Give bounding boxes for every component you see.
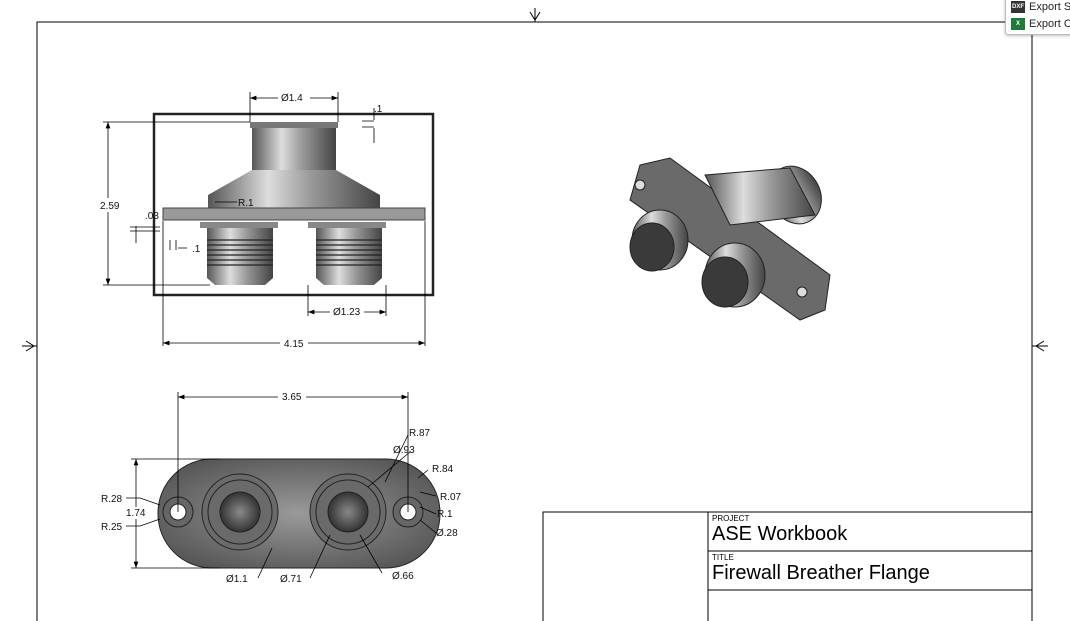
dim-width: 4.15 [284, 339, 304, 350]
dxf-icon: DXF [1011, 0, 1025, 13]
dim-fillet: R.1 [238, 198, 254, 209]
menu-item-export-dxf[interactable]: DXF Export S [1006, 0, 1070, 15]
dim-d66: Ø.66 [392, 571, 414, 582]
isometric-view[interactable] [629, 157, 832, 321]
sheet-border [22, 8, 1048, 621]
dim-hole-span: 3.65 [282, 392, 302, 403]
dim-r84: R.84 [432, 464, 454, 475]
csv-icon: X [1011, 17, 1025, 30]
dim-plate-height: 1.74 [126, 508, 146, 519]
menu-item-export-csv[interactable]: X Export C [1006, 15, 1070, 32]
export-menu: DXF Export S X Export C [1005, 0, 1070, 35]
front-view[interactable] [152, 112, 435, 297]
title-block [542, 511, 1032, 621]
dim-d11: Ø1.1 [226, 574, 248, 585]
dim-height: 2.59 [100, 201, 120, 212]
dim-flange-thickness: .03 [145, 211, 159, 222]
dim-d28: Ø.28 [436, 528, 458, 539]
title-value: Firewall Breather Flange [712, 562, 930, 584]
dim-r87: R.87 [409, 428, 431, 439]
dim-top-diameter: Ø1.4 [281, 93, 303, 104]
title-block-title: TITLE Firewall Breather Flange [712, 553, 930, 584]
dim-r1: R.1 [437, 509, 453, 520]
front-view-dimensions [103, 92, 426, 346]
dim-d71: Ø.71 [280, 574, 302, 585]
dim-r28: R.28 [101, 494, 123, 505]
bottom-view[interactable] [157, 458, 441, 569]
dim-d93: Ø.93 [393, 445, 415, 456]
project-label: PROJECT [712, 514, 750, 523]
dim-step: .1 [192, 244, 201, 255]
dim-lip: .1 [374, 104, 383, 115]
dim-r07: R.07 [440, 492, 462, 503]
title-block-project: PROJECT ASE Workbook [712, 514, 847, 545]
dim-thread-diameter: Ø1.23 [333, 307, 361, 318]
title-label: TITLE [712, 553, 734, 562]
dim-r25: R.25 [101, 522, 123, 533]
project-value: ASE Workbook [712, 523, 848, 545]
menu-item-label: Export S [1029, 0, 1070, 13]
menu-item-label: Export C [1029, 17, 1070, 30]
